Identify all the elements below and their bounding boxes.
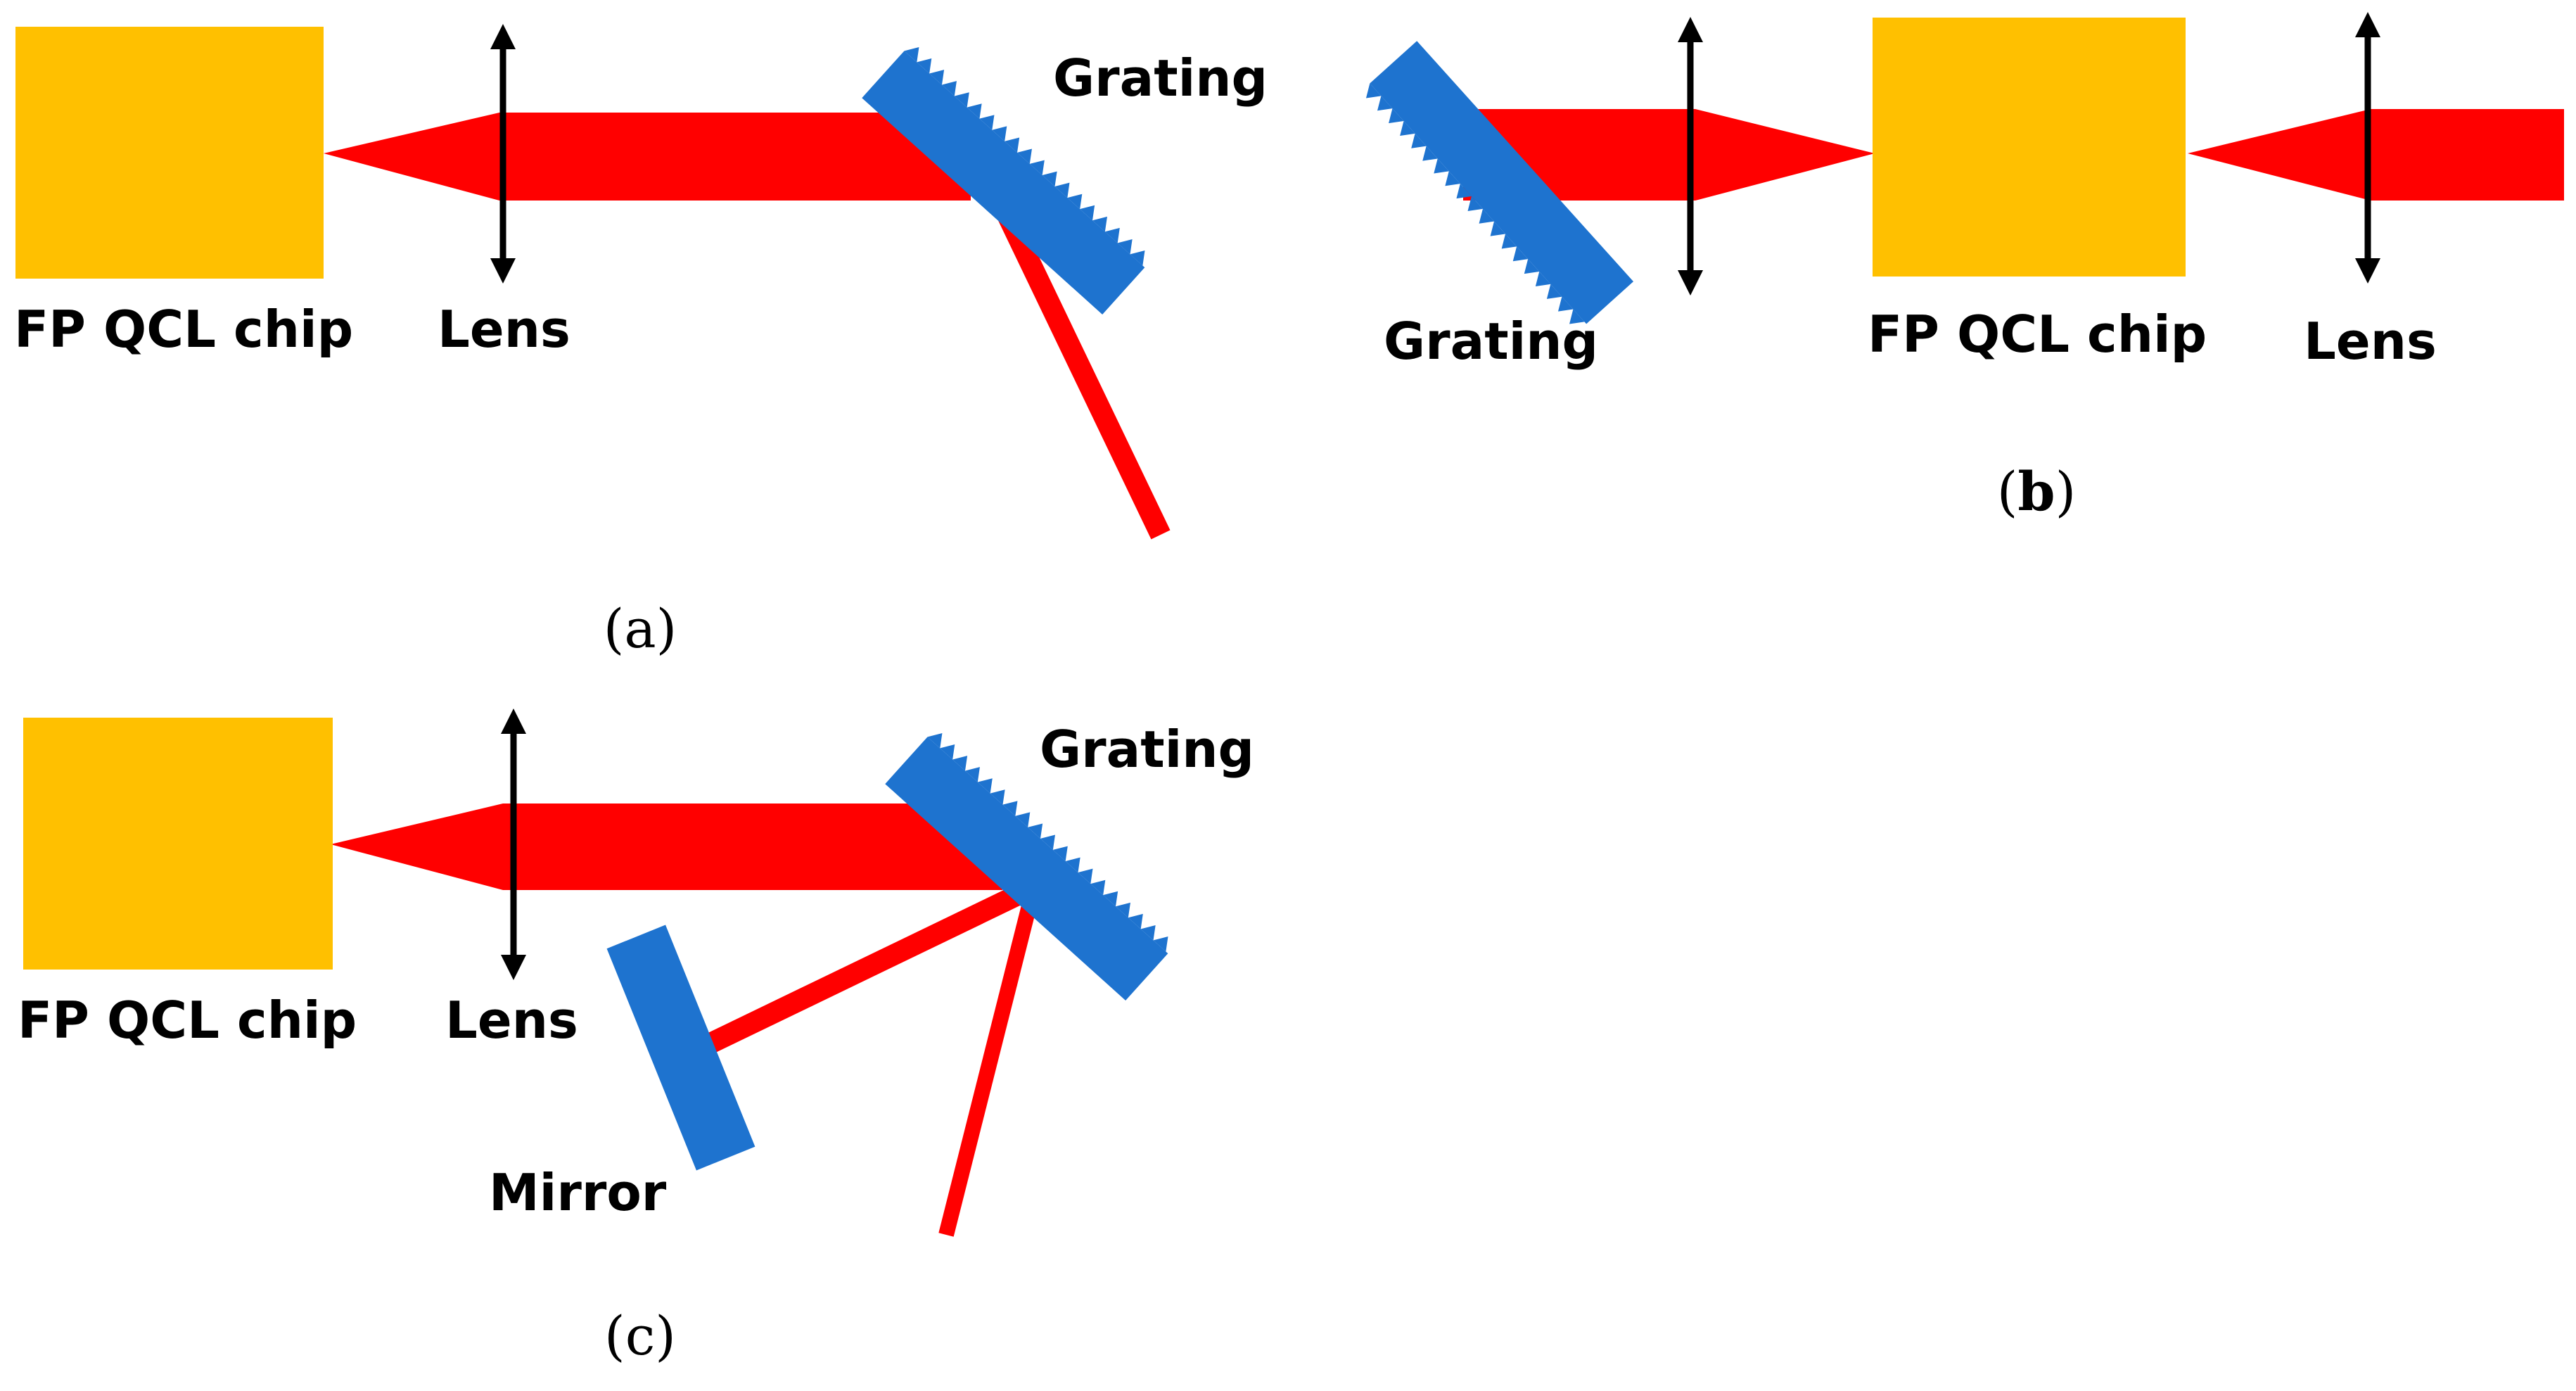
panel-c-mirror-beam: [688, 882, 1028, 1062]
panel-a-grating-label: Grating: [1053, 49, 1268, 108]
panel-c-output-beam: [938, 884, 1042, 1237]
panel-b-lens-label: Lens: [2304, 312, 2437, 371]
panel-b-laser-beam-left: [1463, 109, 1875, 201]
panel-a-grating: [862, 46, 1145, 315]
panel-c-mirror-label: Mirror: [489, 1163, 667, 1222]
panel-b: Grating FP QCL chip Lens (b): [1365, 12, 2564, 523]
panel-b-chip-label: FP QCL chip: [1868, 305, 2207, 364]
panel-b-grating-label: Grating: [1384, 312, 1598, 371]
panel-c-caption: (c): [604, 1304, 676, 1367]
panel-c-grating: [885, 732, 1168, 1001]
panel-a-caption: (a): [604, 597, 677, 660]
panel-c-mirror: [606, 925, 755, 1171]
panel-b-qcl-chip: [1873, 18, 2186, 277]
panel-c: FP QCL chip Lens Grating Mirror (c): [18, 709, 1254, 1367]
panel-a-lens-label: Lens: [438, 300, 570, 359]
panel-a-qcl-chip: [15, 27, 324, 279]
panel-b-laser-beam-right: [2188, 109, 2564, 201]
panel-c-laser-beam: [331, 804, 1002, 890]
panel-c-grating-label: Grating: [1040, 720, 1254, 779]
panel-b-grating: [1365, 41, 1634, 324]
panel-a-caption-letter: a: [624, 597, 656, 660]
panel-a-laser-beam: [324, 113, 971, 201]
panel-b-caption: (b): [1997, 460, 2076, 523]
panel-c-qcl-chip: [23, 718, 333, 970]
panel-a: FP QCL chip Lens Grating (a): [14, 24, 1268, 660]
panel-c-chip-label: FP QCL chip: [18, 991, 357, 1050]
panel-c-caption-letter: c: [625, 1304, 656, 1367]
panel-a-output-beam: [982, 178, 1171, 540]
panel-b-caption-letter: b: [2017, 460, 2055, 523]
panel-a-chip-label: FP QCL chip: [14, 300, 353, 359]
panel-c-lens-label: Lens: [445, 991, 578, 1050]
